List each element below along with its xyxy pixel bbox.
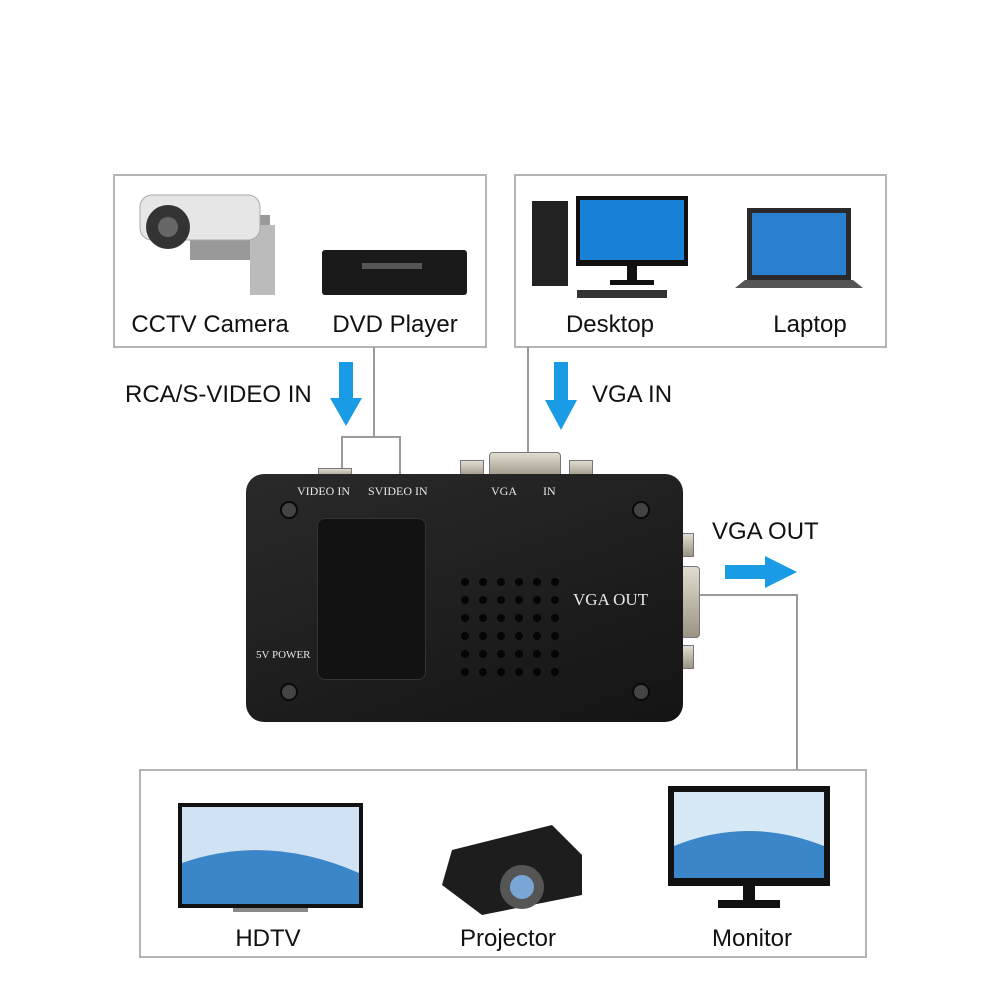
device-power-label: 5V POWER xyxy=(256,649,311,661)
device-vga-out-label: VGA OUT xyxy=(573,590,649,609)
connector-line xyxy=(399,436,401,476)
cctv-camera-label: CCTV Camera xyxy=(131,311,289,338)
connector-line xyxy=(341,436,401,438)
connector-line xyxy=(796,594,798,770)
screw-icon xyxy=(280,501,298,519)
hdtv-label: HDTV xyxy=(235,925,301,952)
arrow-down-icon xyxy=(330,362,362,426)
device-svideo-in-label: SVIDEO IN xyxy=(368,484,428,498)
monitor-icon xyxy=(668,786,830,908)
laptop-icon xyxy=(735,208,863,288)
arrow-right-icon xyxy=(725,556,797,588)
projector-label: Projector xyxy=(459,925,557,952)
device-in-label: IN xyxy=(543,484,556,498)
connector-line xyxy=(527,347,529,455)
vga-out-label: VGA OUT xyxy=(712,518,819,545)
screw-icon xyxy=(632,683,650,701)
arrow-down-icon xyxy=(545,362,577,430)
rca-svideo-in-label: RCA/S-VIDEO IN xyxy=(125,381,312,408)
dvd-player-label: DVD Player xyxy=(332,311,458,338)
device-window xyxy=(317,518,426,680)
hdtv-icon xyxy=(178,803,363,912)
screw-icon xyxy=(280,683,298,701)
projector-icon xyxy=(442,825,582,915)
analog-sources-box xyxy=(113,174,487,348)
vga-sources-box xyxy=(514,174,887,348)
vga-in-label: VGA IN xyxy=(592,381,673,408)
connector-line xyxy=(341,436,343,476)
cctv-camera-icon xyxy=(139,194,275,295)
device-vga-label: VGA xyxy=(491,484,517,498)
laptop-label: Laptop xyxy=(773,311,847,338)
desktop-label: Desktop xyxy=(565,311,655,338)
screw-icon xyxy=(632,501,650,519)
desktop-icon xyxy=(532,196,688,298)
monitor-label: Monitor xyxy=(711,925,793,952)
outputs-box xyxy=(139,769,867,958)
connector-line xyxy=(373,347,375,437)
connector-line xyxy=(697,594,797,596)
device-video-in-label: VIDEO IN xyxy=(297,484,350,498)
vent-grille xyxy=(461,578,559,676)
dvd-player-icon xyxy=(322,250,467,295)
vga-out-port xyxy=(680,566,700,638)
